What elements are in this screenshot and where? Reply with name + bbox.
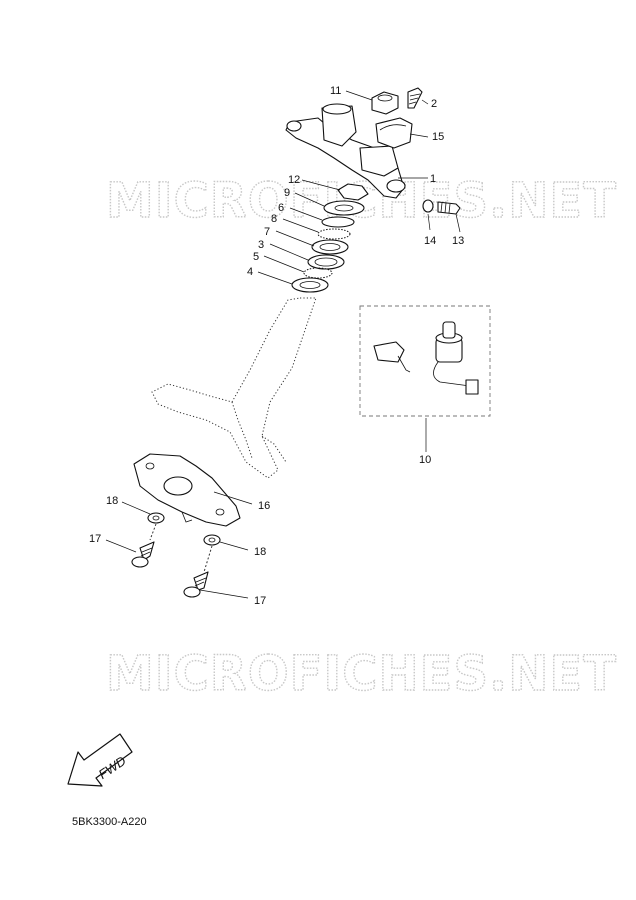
watermark-top: MICROFICHES.NET (106, 173, 617, 229)
small-washer-part (422, 199, 434, 213)
callout-16: 16 (258, 500, 270, 512)
side-bolt-part (437, 201, 461, 215)
ring-8-part (317, 228, 351, 240)
ring-nut-part (337, 183, 369, 201)
callout-5: 5 (253, 251, 259, 263)
callout-8: 8 (271, 213, 277, 225)
screw-17-right-part (183, 571, 209, 598)
callout-4: 4 (247, 266, 253, 278)
callout-3: 3 (258, 239, 264, 251)
key-part (373, 341, 411, 373)
washer-9-part (323, 200, 365, 216)
nut-part (371, 91, 399, 115)
callout-2: 2 (431, 98, 437, 110)
watermark-bottom: MICROFICHES.NET (106, 646, 617, 702)
callout-18-left: 18 (106, 495, 118, 507)
bearing-7-part (311, 239, 349, 255)
callout-18-right: 18 (254, 546, 266, 558)
washer-6-part (321, 216, 355, 228)
main-switch-group-box (359, 305, 491, 417)
leader-lines (105, 90, 461, 599)
callout-12: 12 (288, 174, 300, 186)
callout-6: 6 (278, 202, 284, 214)
upper-bracket-part (285, 103, 406, 199)
callout-13: 13 (452, 235, 464, 247)
callout-7: 7 (264, 226, 270, 238)
callout-17-left: 17 (89, 533, 101, 545)
callout-10: 10 (419, 454, 431, 466)
main-switch-part (433, 321, 479, 395)
washer-18-right-part (203, 534, 221, 546)
screw-17-left-part (131, 541, 155, 568)
race-3-part (307, 254, 345, 270)
callout-11: 11 (330, 85, 341, 97)
upper-holder-part (375, 117, 413, 149)
callout-14: 14 (424, 235, 436, 247)
callout-1: 1 (430, 173, 436, 185)
diagram-code: 5BK3300-A220 (72, 816, 147, 828)
washer-18-left-part (147, 512, 165, 524)
cover-plate-part (133, 453, 241, 527)
bolt-part (407, 87, 423, 109)
callout-17-right: 17 (254, 595, 266, 607)
bearing-5-part (303, 267, 333, 279)
callout-15: 15 (432, 131, 444, 143)
race-4-part (291, 277, 329, 293)
steering-stem-ghost (151, 297, 317, 479)
callout-9: 9 (284, 187, 290, 199)
fwd-arrow: FWD (67, 733, 133, 787)
